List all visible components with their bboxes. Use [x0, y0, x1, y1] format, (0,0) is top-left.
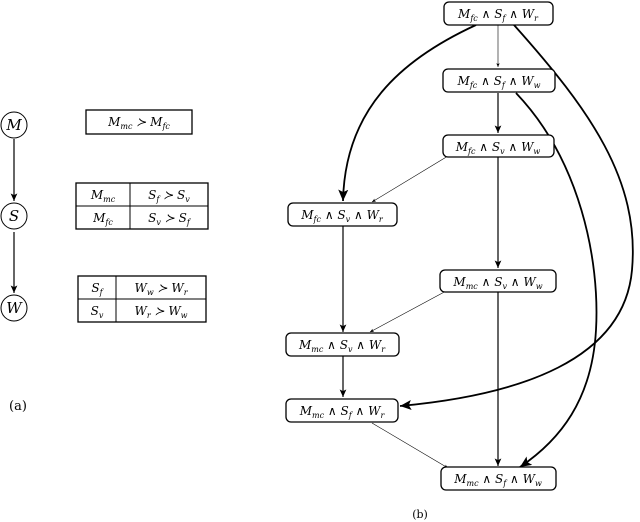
edge-n5-n6	[369, 289, 449, 333]
cpt-m-cell: Mmc​ ≻ Mfc​	[107, 115, 170, 131]
svg-text:Mmc​ ∧ Sf​ ∧ Wr​: Mmc​ ∧ Sf​ ∧ Wr​	[299, 404, 386, 420]
cpt-table-s: Mmc​ Sf​ ≻ Sv​ Mfc​ Sv​ ≻ Sf​	[75, 182, 209, 230]
cpt-w-parent-1: Sf​	[91, 281, 104, 297]
svg-text:Mmc​ ∧ Sv​ ∧ Ww​: Mmc​ ∧ Sv​ ∧ Ww​	[452, 275, 542, 291]
state-node-n7: Mmc​ ∧ Sf​ ∧ Wr​	[285, 398, 399, 423]
edge-n7-n8	[371, 422, 449, 469]
part-b: Mfc​ ∧ Sf​ ∧ Wr​ Mfc​ ∧ Sf​ ∧ Ww​ Mfc​ ∧…	[285, 1, 634, 521]
edge-n3-n4	[371, 155, 449, 203]
variable-node-w: W	[0, 294, 28, 322]
svg-text:Mfc​ ∧ Sf​ ∧ Ww​: Mfc​ ∧ Sf​ ∧ Ww​	[457, 74, 541, 90]
cpt-table-m: Mmc​ ≻ Mfc​	[85, 109, 193, 135]
caption-b: (b)	[412, 508, 428, 521]
state-node-n6: Mmc​ ∧ Sv​ ∧ Wr​	[285, 332, 400, 357]
state-node-n4: Mfc​ ∧ Sv​ ∧ Wr​	[287, 202, 398, 227]
svg-text:Mfc​ ∧ Sf​ ∧ Wr​: Mfc​ ∧ Sf​ ∧ Wr​	[457, 7, 539, 23]
cpt-w-pref-1: Ww​ ≻ Wr​	[134, 281, 188, 297]
caption-a: (a)	[9, 399, 27, 414]
edge-n1-n4	[338, 24, 477, 202]
variable-node-m: M	[0, 111, 28, 139]
cpt-s-pref-1: Sf​ ≻ Sv​	[148, 188, 190, 204]
edge-n2-n8	[515, 92, 598, 468]
state-node-n8: Mmc​ ∧ Sf​ ∧ Ww​	[440, 466, 557, 491]
state-node-n2: Mfc​ ∧ Sf​ ∧ Ww​	[442, 68, 556, 93]
svg-text:Mmc​ ∧ Sf​ ∧ Ww​: Mmc​ ∧ Sf​ ∧ Ww​	[453, 472, 542, 488]
svg-text:W: W	[6, 299, 23, 317]
cpt-w-pref-2: Wr​ ≻ Ww​	[134, 304, 187, 320]
cpt-table-w: Sf​ Ww​ ≻ Wr​ Sv​ Wr​ ≻ Ww​	[77, 275, 207, 323]
state-node-n1: Mfc​ ∧ Sf​ ∧ Wr​	[443, 1, 554, 26]
svg-text:M: M	[5, 116, 22, 134]
svg-text:S: S	[9, 207, 19, 225]
part-a: M S W Mmc​ ≻ Mfc​ Mmc​ Sf​ ≻ Sv​ Mfc​ Sv…	[0, 109, 209, 414]
edge-n1-n7	[399, 24, 634, 410]
cpt-s-pref-2: Sv​ ≻ Sf​	[148, 211, 192, 227]
svg-text:Mfc​ ∧ Sv​ ∧ Wr​: Mfc​ ∧ Sv​ ∧ Wr​	[300, 208, 384, 224]
variable-node-s: S	[0, 202, 28, 230]
cpt-w-parent-2: Sv​	[91, 304, 104, 320]
state-node-n5: Mmc​ ∧ Sv​ ∧ Ww​	[439, 269, 557, 293]
state-node-n3: Mfc​ ∧ Sv​ ∧ Ww​	[442, 134, 555, 158]
svg-text:Mfc​ ∧ Sv​ ∧ Ww​: Mfc​ ∧ Sv​ ∧ Ww​	[455, 140, 541, 156]
cpt-s-parent-1: Mmc​	[90, 188, 116, 204]
svg-text:Mmc​ ∧ Sv​ ∧ Wr​: Mmc​ ∧ Sv​ ∧ Wr​	[298, 338, 386, 354]
cpt-s-parent-2: Mfc​	[92, 211, 113, 227]
